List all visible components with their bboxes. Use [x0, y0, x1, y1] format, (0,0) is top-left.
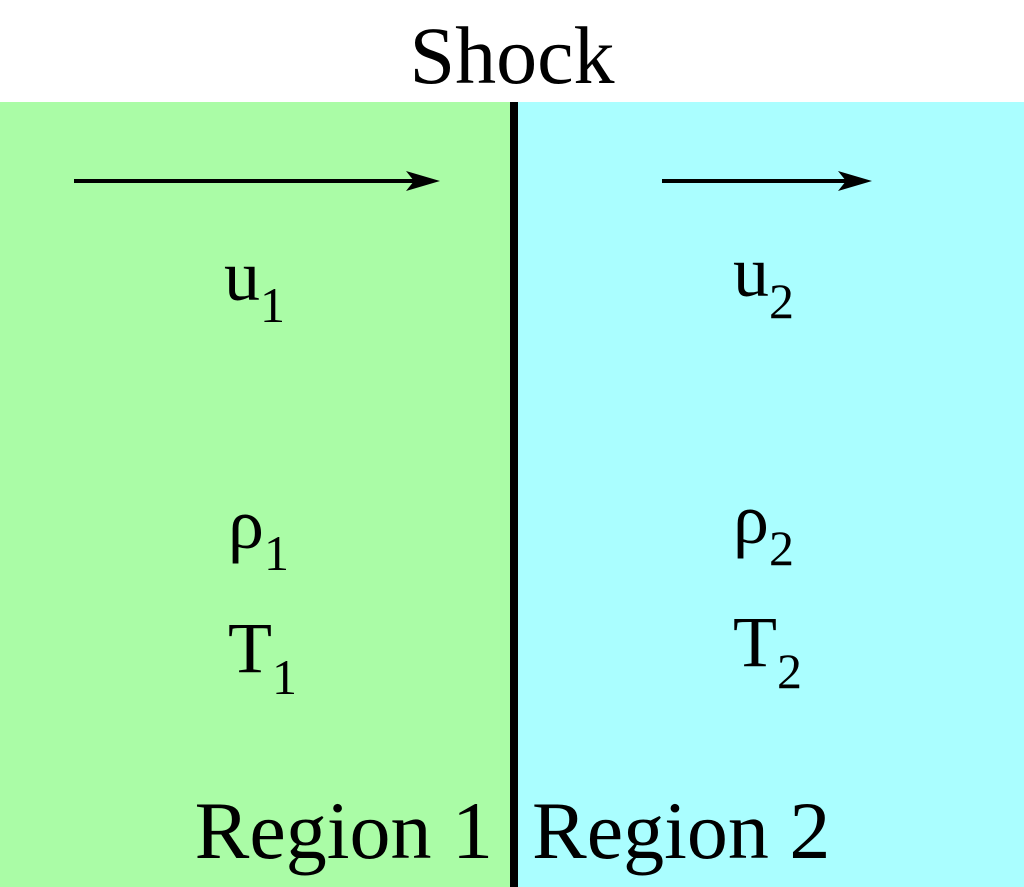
region-2-area	[513, 102, 1024, 887]
region-1-area	[0, 102, 513, 887]
region-1-velocity: u1	[224, 236, 285, 333]
region-2-density: ρ2	[733, 479, 794, 576]
region-1-flow-arrow-icon	[74, 171, 440, 191]
region-2-velocity: u2	[733, 232, 794, 329]
region-2-label: Region 2	[532, 785, 831, 876]
shock-front-line	[510, 102, 518, 887]
region-1-density: ρ1	[228, 484, 289, 581]
region-1-label: Region 1	[194, 785, 493, 876]
region-1-temperature: T1	[228, 608, 297, 705]
region-2-flow-arrow-icon	[662, 171, 872, 191]
diagram-title: Shock	[409, 10, 615, 101]
region-2-temperature: T2	[733, 602, 802, 699]
